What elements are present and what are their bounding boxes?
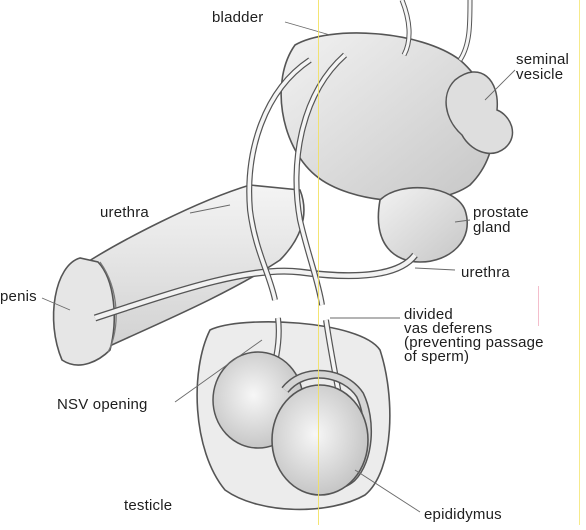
label-divided-vas-deferens: divided vas deferens (preventing passage… — [404, 308, 544, 364]
label-bladder: bladder — [212, 10, 263, 25]
prostate — [378, 188, 467, 262]
label-urethra-lower: urethra — [461, 265, 510, 280]
label-nsv-opening: NSV opening — [57, 397, 148, 412]
scan-guide-line — [318, 0, 319, 525]
scan-guide-line-right — [579, 0, 580, 525]
label-urethra-upper: urethra — [100, 205, 149, 220]
label-penis: penis — [0, 289, 37, 304]
testicle-right — [272, 385, 368, 495]
label-testicle: testicle — [124, 498, 172, 513]
label-prostate-gland: prostate gland — [473, 205, 529, 235]
label-seminal-vesicle: seminal vesicle — [516, 52, 569, 82]
label-epididymus: epididymus — [424, 507, 502, 522]
